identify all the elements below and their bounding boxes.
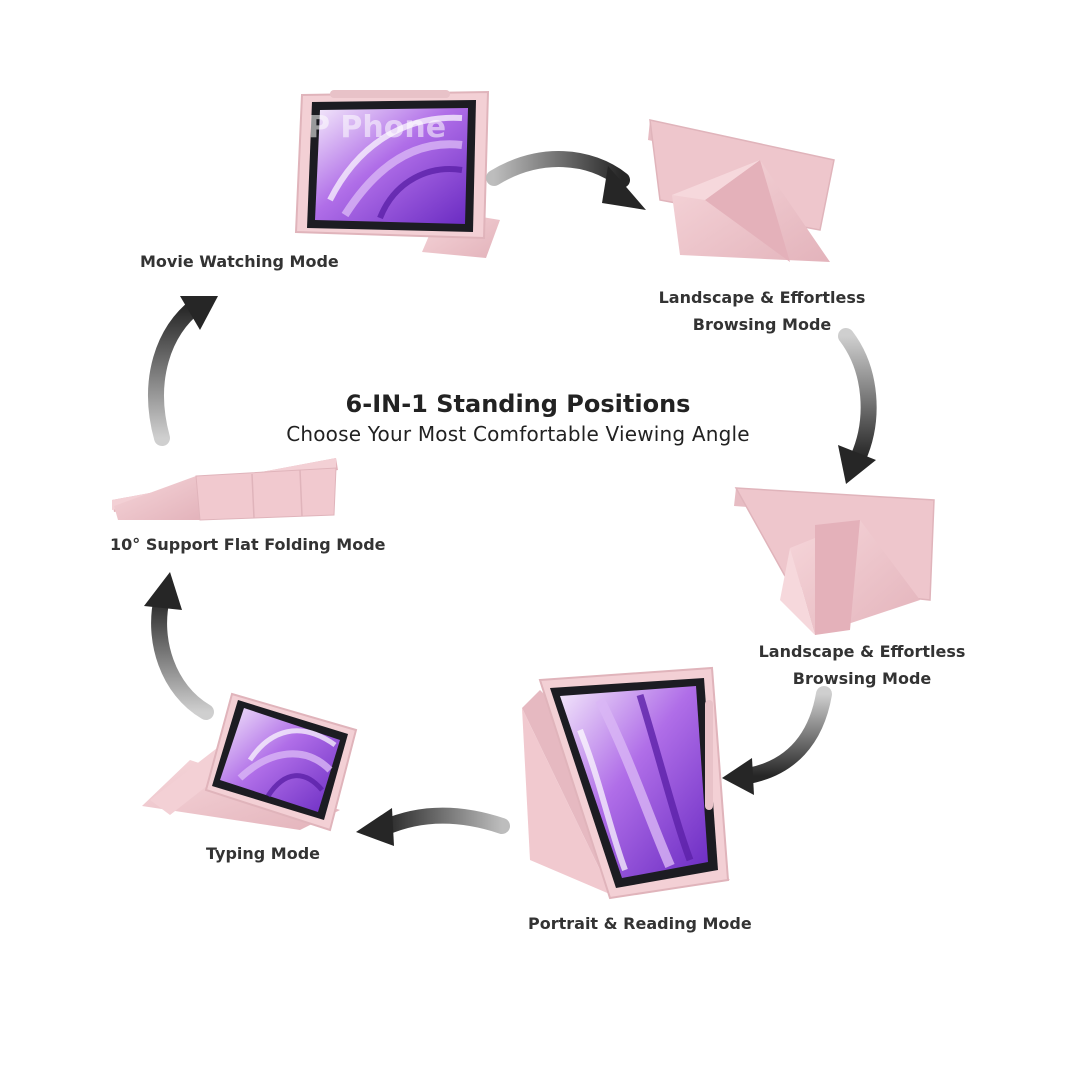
arrow-top-icon (486, 151, 646, 210)
tablet-flat-folding-icon (112, 458, 338, 521)
label-typing-mode: Typing Mode (206, 844, 321, 863)
label-flat-folding-mode: 10° Support Flat Folding Mode (110, 535, 386, 554)
arrow-left-upper-icon (148, 296, 218, 446)
label-line: Landscape & Effortless (658, 288, 866, 307)
label-landscape-browsing-mode-2: Landscape & Effortless Browsing Mode (752, 638, 972, 692)
label-movie-watching-mode: Movie Watching Mode (140, 252, 339, 271)
label-landscape-browsing-mode: Landscape & Effortless Browsing Mode (652, 284, 872, 338)
arrow-left-lower-icon (144, 572, 214, 720)
tablet-typing-icon (142, 692, 358, 832)
tablet-landscape-browsing-icon (648, 119, 835, 262)
arrow-bottom-icon (356, 807, 510, 846)
page-title: 6-IN-1 Standing Positions (345, 390, 691, 418)
watermark-text: P Phone (308, 110, 446, 145)
label-line: Browsing Mode (692, 315, 832, 334)
label-line: Landscape & Effortless (758, 642, 966, 661)
tablet-landscape-browsing-2-icon (734, 487, 935, 635)
page-subtitle: Choose Your Most Comfortable Viewing Ang… (286, 422, 750, 446)
label-portrait-reading-mode: Portrait & Reading Mode (528, 914, 752, 933)
label-line: Browsing Mode (792, 669, 932, 688)
tablet-portrait-reading-icon (522, 666, 730, 900)
tablet-movie-watching-icon (294, 90, 500, 258)
arrow-right-lower-icon (722, 686, 832, 795)
arrow-right-upper-icon (838, 328, 877, 484)
